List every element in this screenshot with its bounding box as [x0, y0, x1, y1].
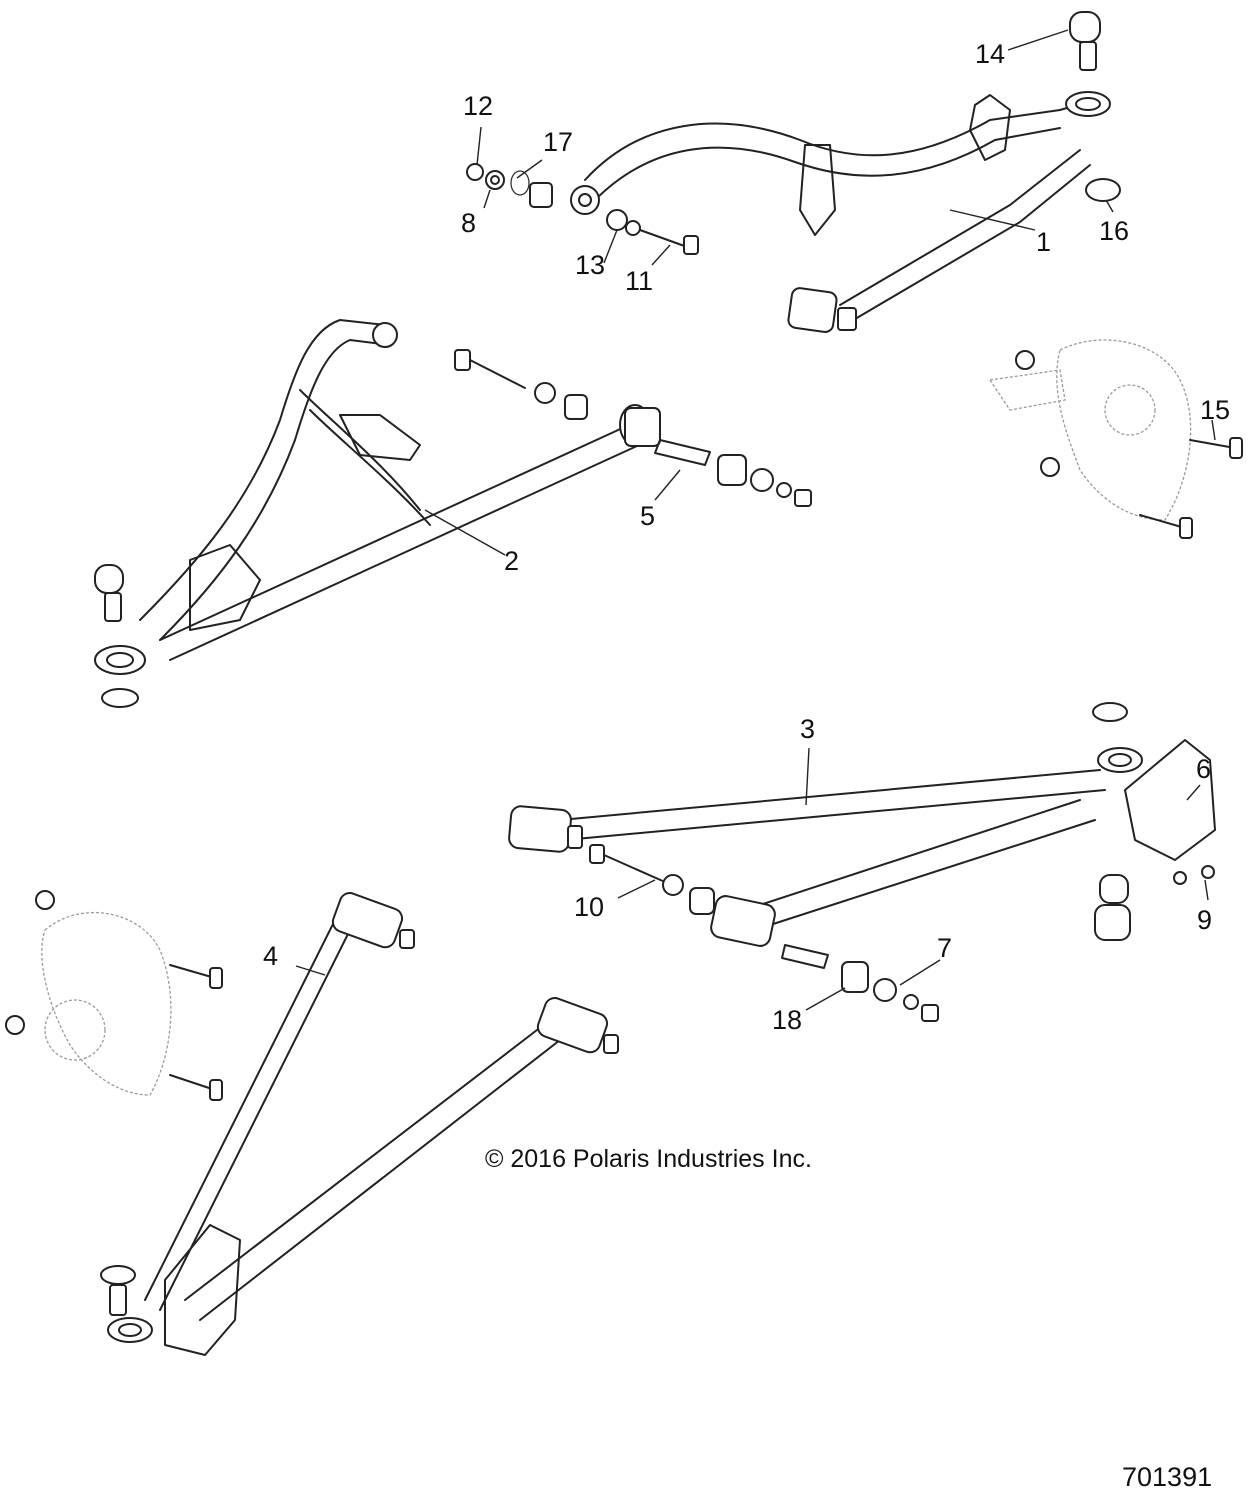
- a-arm-4: [100, 892, 619, 1356]
- callout-6: 6: [1196, 754, 1212, 784]
- callout-14: 14: [975, 39, 1006, 69]
- hardware-group-2: [454, 349, 812, 507]
- a-arm-2: [94, 319, 661, 708]
- callout-18: 18: [772, 1005, 803, 1035]
- callout-8: 8: [461, 208, 477, 238]
- callout-10: 10: [574, 892, 605, 922]
- callout-1: 1: [1036, 227, 1052, 257]
- callout-12: 12: [463, 91, 494, 121]
- callout-7: 7: [937, 933, 953, 963]
- callout-5: 5: [640, 501, 656, 531]
- callout-3: 3: [800, 714, 816, 744]
- upper-a-arm-1: [570, 91, 1111, 333]
- callout-16: 16: [1099, 216, 1130, 246]
- steering-knuckle-right-ghost: [988, 339, 1243, 539]
- leader-lines: [295, 29, 1216, 1011]
- callout-15: 15: [1200, 395, 1231, 425]
- callout-9: 9: [1197, 905, 1213, 935]
- callout-17: 17: [543, 127, 574, 157]
- callout-4: 4: [263, 941, 279, 971]
- callout-2: 2: [504, 546, 520, 576]
- hardware-group-1: [466, 11, 1121, 255]
- drawing-number: 701391: [1122, 1462, 1213, 1492]
- copyright-notice: © 2016 Polaris Industries Inc.: [485, 1145, 812, 1173]
- hardware-group-3: [589, 844, 1215, 1022]
- steering-knuckle-left-ghost: [5, 890, 223, 1101]
- a-arm-3: [508, 702, 1216, 947]
- callout-13: 13: [575, 250, 606, 280]
- callout-11: 11: [625, 266, 654, 296]
